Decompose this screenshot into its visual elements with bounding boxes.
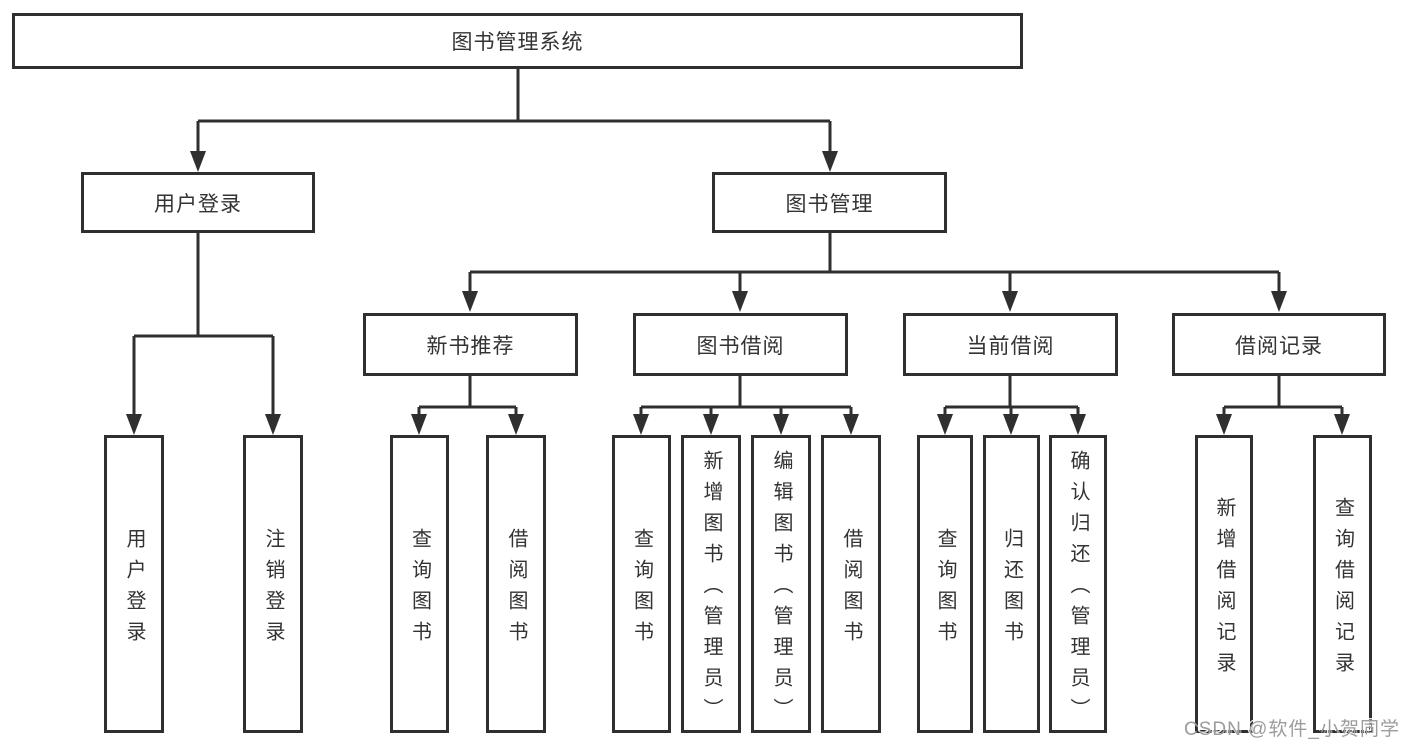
node-label: 查询图书 bbox=[408, 527, 431, 652]
csdn-watermark: CSDN @软件_小贺同学 bbox=[1184, 719, 1400, 740]
node-label: 确认归还（管理员） bbox=[1067, 450, 1089, 729]
leaf-confirm-return-admin: 确认归还（管理员） bbox=[1049, 435, 1107, 733]
leaf-add-book-admin: 新增图书（管理员） bbox=[681, 435, 741, 733]
leaf-return-book: 归还图书 bbox=[983, 435, 1040, 733]
node-label: 查询图书 bbox=[630, 527, 653, 652]
node-label: 图书管理 bbox=[785, 192, 874, 216]
leaf-logout: 注销登录 bbox=[243, 435, 303, 733]
node-label: 借阅图书 bbox=[505, 527, 527, 652]
node-label: 新书推荐 bbox=[426, 334, 515, 358]
node-library-management-system: 图书管理系统 bbox=[12, 13, 1023, 69]
node-label: 借阅图书 bbox=[840, 527, 862, 652]
leaf-borrow-book-1: 借阅图书 bbox=[486, 435, 546, 733]
leaf-edit-book-admin: 编辑图书（管理员） bbox=[751, 435, 811, 733]
node-label: 图书管理系统 bbox=[451, 31, 584, 54]
node-borrow-records: 借阅记录 bbox=[1172, 313, 1386, 376]
leaf-user-login: 用户登录 bbox=[104, 435, 164, 733]
node-new-book-recommend: 新书推荐 bbox=[363, 313, 578, 376]
node-user-login: 用户登录 bbox=[81, 172, 315, 233]
node-book-borrow: 图书借阅 bbox=[633, 313, 848, 376]
node-label: 用户登录 bbox=[154, 192, 242, 216]
leaf-query-book-1: 查询图书 bbox=[390, 435, 449, 733]
leaf-add-borrow-record: 新增借阅记录 bbox=[1195, 435, 1253, 733]
node-label: 图书借阅 bbox=[696, 334, 785, 358]
leaf-query-borrow-record: 查询借阅记录 bbox=[1313, 435, 1372, 733]
node-label: 查询借阅记录 bbox=[1331, 496, 1354, 683]
leaf-query-book-2: 查询图书 bbox=[612, 435, 671, 733]
node-current-borrow: 当前借阅 bbox=[903, 313, 1118, 376]
node-label: 注销登录 bbox=[262, 527, 284, 652]
node-book-management: 图书管理 bbox=[712, 172, 947, 233]
node-label: 编辑图书（管理员） bbox=[770, 450, 792, 729]
node-label: 查询图书 bbox=[934, 527, 956, 652]
node-label: 归还图书 bbox=[1000, 527, 1023, 652]
node-label: 新增图书（管理员） bbox=[700, 450, 722, 729]
node-label: 用户登录 bbox=[123, 527, 145, 652]
leaf-query-book-3: 查询图书 bbox=[917, 435, 973, 733]
node-label: 新增借阅记录 bbox=[1213, 496, 1235, 683]
node-label: 当前借阅 bbox=[966, 334, 1055, 358]
leaf-borrow-book-2: 借阅图书 bbox=[821, 435, 881, 733]
node-label: 借阅记录 bbox=[1235, 334, 1323, 358]
